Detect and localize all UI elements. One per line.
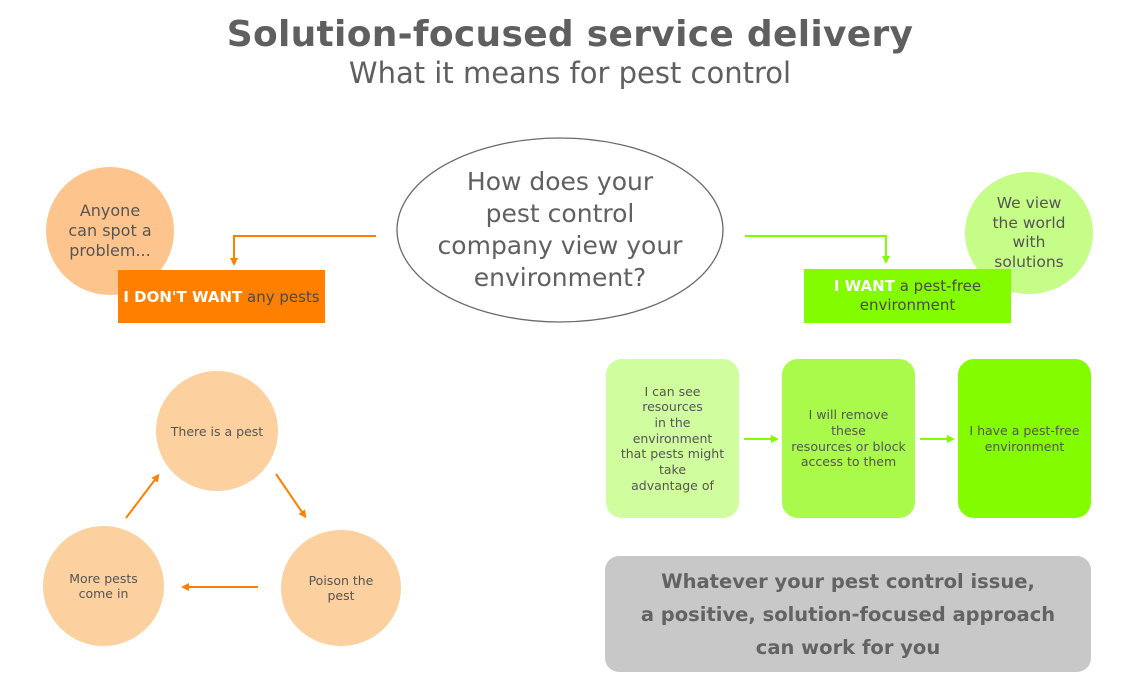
step-line: I can see resources <box>642 383 703 415</box>
left-connector-arrow <box>230 235 376 266</box>
cycle-node-label: More pests <box>69 571 138 586</box>
step-line: resources or block <box>791 438 906 454</box>
step-line: access to them <box>800 454 897 470</box>
closing-line: a positive, solution-focused approach <box>640 602 1056 626</box>
right-connector-arrow <box>745 235 890 264</box>
right-bubble-line: We view <box>996 194 1062 212</box>
page-title: Solution-focused service delivery <box>226 14 914 55</box>
left-bubble-line: Anyone <box>79 201 141 220</box>
dont-want-bold: I DON'T WANT <box>123 287 243 306</box>
dont-want-box: I DON'T WANT any pests <box>118 270 325 323</box>
cycle-node-label: Poison the <box>308 573 374 588</box>
cycle-node-more-pests-come-in: More pests come in <box>43 526 164 646</box>
cycle-node-label: pest <box>327 588 355 603</box>
question-line: How does your <box>466 167 654 196</box>
step-line: environment <box>984 438 1065 454</box>
step-box-1: I can see resources in the environment t… <box>606 359 739 518</box>
step-line: advantage of <box>631 477 714 493</box>
cycle-node-poison-the-pest: Poison the pest <box>281 530 401 646</box>
step-line: I have a pest-free <box>969 422 1080 438</box>
step-line: I will remove these <box>808 407 889 438</box>
right-bubble-line: solutions <box>994 252 1064 271</box>
closing-message: Whatever your pest control issue, a posi… <box>605 556 1091 672</box>
question-line: company view your <box>437 231 683 260</box>
dont-want-rest: any pests <box>242 287 320 306</box>
right-bubble-line: with <box>1012 233 1046 251</box>
closing-line: Whatever your pest control issue, <box>661 569 1035 593</box>
cycle-node-label: come in <box>78 586 129 601</box>
left-bubble-line: problem... <box>69 241 151 260</box>
question-line: pest control <box>485 199 635 228</box>
center-question: How does your pest control company view … <box>400 150 720 310</box>
step-line: in the environment <box>632 415 713 446</box>
question-line: environment? <box>473 263 647 292</box>
want-line2: environment <box>859 296 956 314</box>
left-bubble-line: can spot a <box>68 221 152 240</box>
want-box: I WANT a pest-free environment <box>804 269 1011 323</box>
cycle-arrow-left-to-top <box>125 473 160 519</box>
step-box-3: I have a pest-free environment <box>958 359 1091 518</box>
step-box-2: I will remove these resources or block a… <box>782 359 915 518</box>
right-bubble-line: the world <box>992 213 1066 232</box>
want-rest: a pest-free <box>894 277 982 295</box>
step-line: that pests might take <box>620 446 725 477</box>
cycle-node-label: There is a pest <box>170 423 264 439</box>
cycle-node-there-is-a-pest: There is a pest <box>156 371 278 491</box>
cycle-arrow-top-to-right <box>275 473 307 519</box>
page-subtitle: What it means for pest control <box>348 56 792 90</box>
closing-line: can work for you <box>755 635 941 659</box>
want-bold: I WANT <box>833 277 895 295</box>
question-ellipse <box>396 137 724 323</box>
